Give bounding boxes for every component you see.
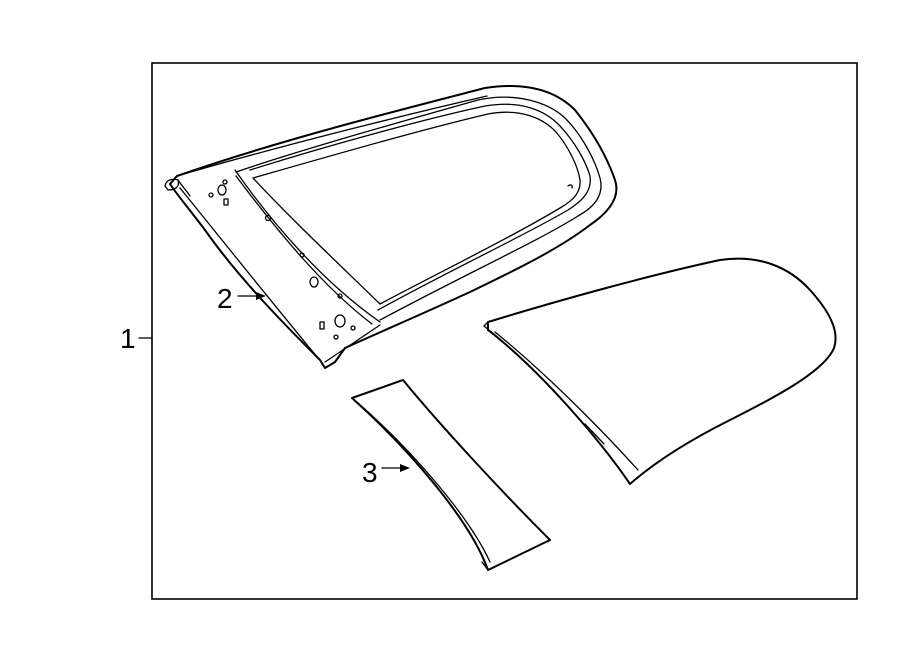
glass-panel[interactable] — [483, 257, 837, 485]
trim-strip[interactable] — [351, 379, 551, 571]
assembly-frame — [151, 62, 858, 600]
callout-1-number: 1 — [120, 323, 136, 354]
callout-3-number: 3 — [362, 457, 378, 488]
callout-2[interactable]: 2 — [217, 283, 266, 314]
callout-1[interactable]: 1 — [120, 323, 153, 354]
callout-3[interactable]: 3 — [362, 457, 410, 488]
callout-2-number: 2 — [217, 283, 233, 314]
quarter-window-glass[interactable] — [164, 85, 618, 369]
